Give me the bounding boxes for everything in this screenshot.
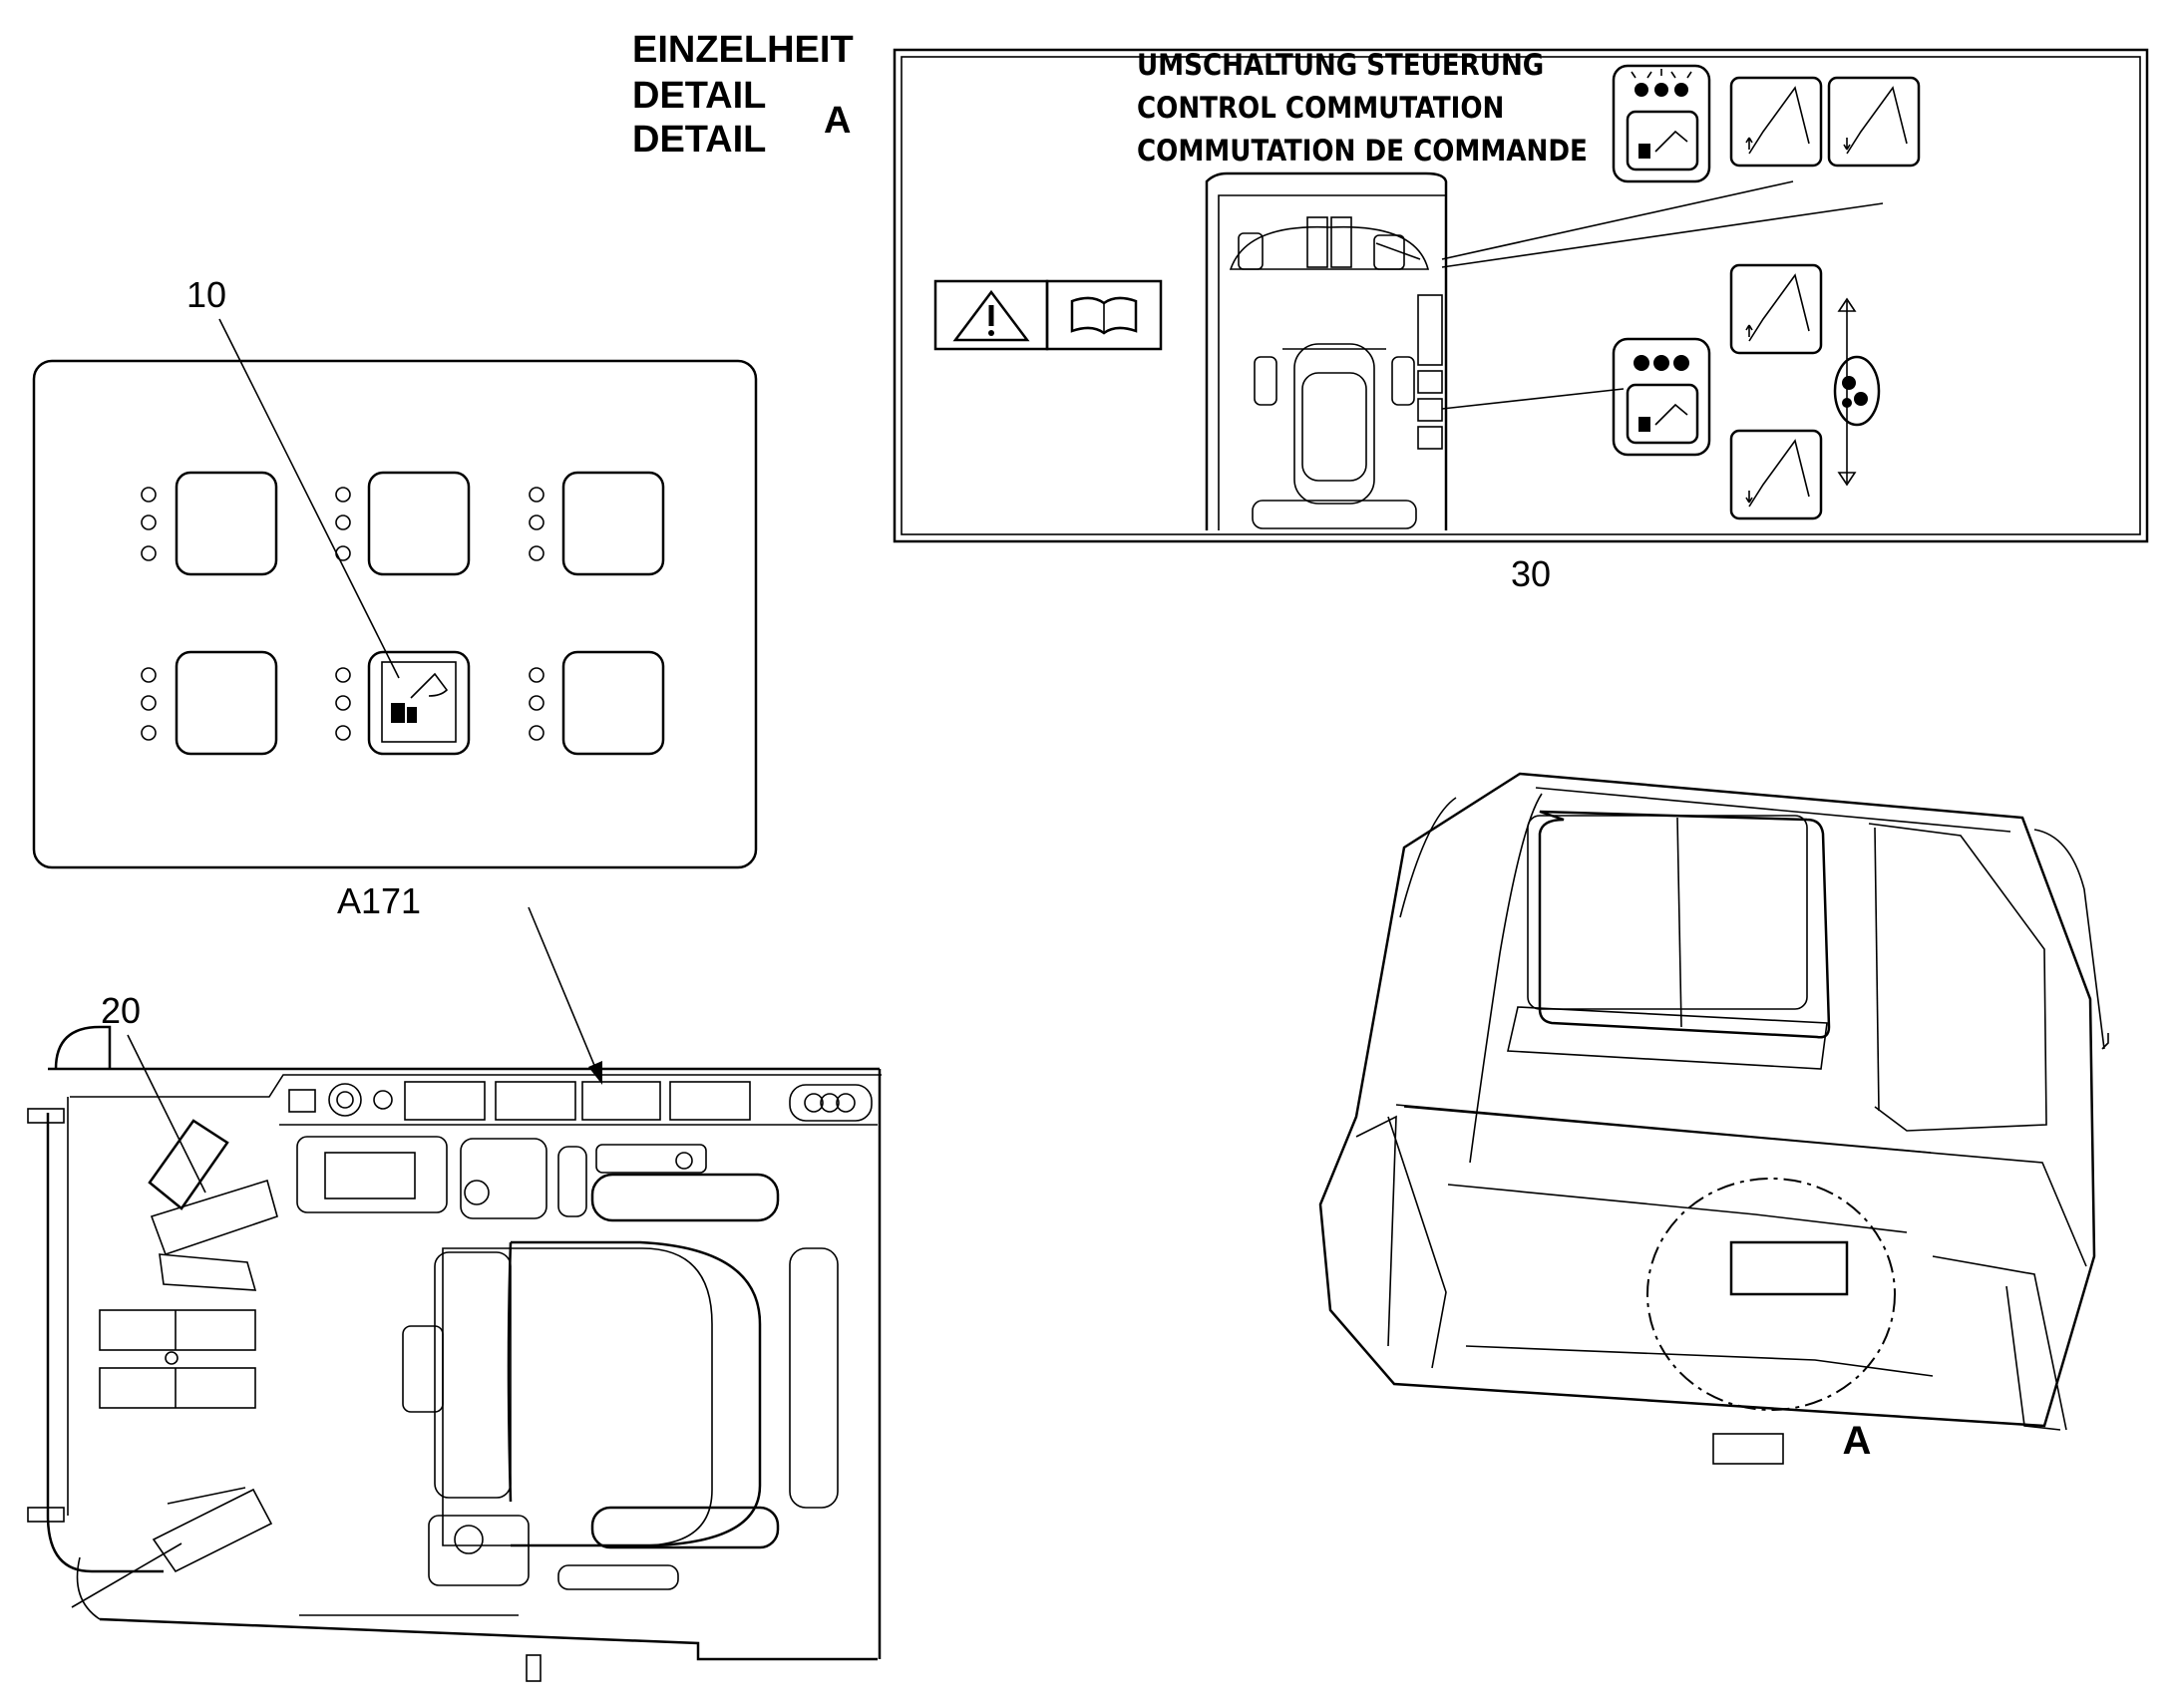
switch-panel-a171 xyxy=(32,359,758,869)
excavator-arm-up-icon xyxy=(1729,76,1823,168)
detail-header: EINZELHEIT DETAIL DETAIL A xyxy=(632,29,854,161)
a171-leader-arrowhead xyxy=(588,1061,602,1085)
callout-10-leader xyxy=(218,318,400,679)
switch-slot xyxy=(529,471,665,576)
callout-10: 10 xyxy=(186,274,226,315)
indicator-lit-icon xyxy=(1612,64,1711,183)
manual-book-icon xyxy=(1045,279,1163,351)
callout-20: 20 xyxy=(101,990,141,1031)
decal-leader-line-2 xyxy=(1441,202,1884,268)
decal-leader-line-3 xyxy=(1441,388,1625,410)
decal-30-frame xyxy=(893,48,2149,543)
switch-panel-outline xyxy=(32,359,758,869)
panel-label-a171: A171 xyxy=(337,880,421,921)
switch-slot xyxy=(335,471,471,576)
left-pedal xyxy=(99,1309,256,1409)
excavator-arm-up-icon xyxy=(1729,263,1823,355)
control-commutation-switch xyxy=(335,650,471,756)
detail-a-marker-circle xyxy=(1646,1178,1896,1411)
cab-floor-top-view xyxy=(27,1025,882,1682)
cab-isometric-view xyxy=(1318,772,2109,1465)
a171-leader xyxy=(528,906,599,1076)
switch-slot xyxy=(141,471,278,576)
callout-20-leader xyxy=(127,1034,206,1194)
cab-top-view-miniature xyxy=(1205,171,1448,530)
switch-slot xyxy=(529,650,665,756)
excavator-arm-down-icon xyxy=(1729,429,1823,520)
detail-header-line-1: EINZELHEIT xyxy=(632,29,854,71)
excavator-arm-down-icon xyxy=(1827,76,1921,168)
right-pedal xyxy=(152,1487,273,1573)
decal-30: UMSCHALTUNG STEUERUNG CONTROL COMMUTATIO… xyxy=(893,48,2149,543)
warning-triangle-icon xyxy=(933,279,1049,351)
travel-control-levers xyxy=(148,1119,278,1291)
detail-header-line-3: DETAIL xyxy=(632,119,766,161)
callout-30: 30 xyxy=(1511,553,1551,594)
decal-location xyxy=(1729,1240,1849,1296)
decal-30-inner-frame xyxy=(901,56,2141,535)
detail-header-line-2: DETAIL xyxy=(632,75,766,117)
joystick-switch-icon xyxy=(1833,297,1881,487)
decal-heading-fr: COMMUTATION DE COMMANDE xyxy=(1137,134,1588,168)
decal-heading-de: UMSCHALTUNG STEUERUNG xyxy=(1137,48,1544,82)
decal-leader-line-1 xyxy=(1441,180,1794,260)
cab-detail-letter-a: A xyxy=(1843,1419,1872,1463)
switch-slot xyxy=(141,650,278,756)
switch-panel-a171-location xyxy=(581,1081,661,1121)
decal-heading-en: CONTROL COMMUTATION xyxy=(1137,91,1504,125)
operator-seat xyxy=(402,1173,839,1549)
indicator-unlit-icon xyxy=(1612,337,1711,457)
detail-header-letter: A xyxy=(824,100,851,142)
